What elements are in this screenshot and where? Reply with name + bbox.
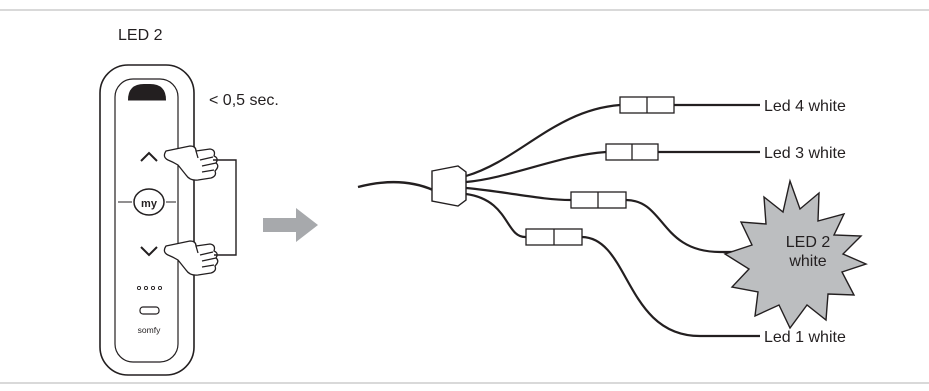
brand-logo: somfy: [138, 325, 161, 335]
top-divider: [0, 9, 929, 11]
wires: [465, 103, 760, 338]
simultaneous-press-bracket: [213, 159, 237, 256]
select-button[interactable]: [139, 306, 160, 315]
down-button-icon[interactable]: [140, 246, 158, 257]
pointing-hand-icon-lower: [163, 240, 219, 276]
led2-starburst: [723, 178, 868, 330]
led2-label-line1: LED 2: [786, 234, 831, 251]
bottom-divider: [0, 382, 929, 384]
my-button[interactable]: [133, 188, 165, 216]
led-title: LED 2: [118, 27, 163, 44]
output-label-led4: Led 4 white: [764, 98, 846, 115]
wire-led3-a: [465, 150, 607, 184]
output-label-led3: Led 3 white: [764, 145, 846, 162]
pointing-hand-icon-upper: [163, 145, 219, 181]
led2-label-line2: white: [788, 253, 826, 270]
wire-led1-a: [465, 192, 527, 239]
connectors: [525, 96, 675, 246]
press-duration-label: < 0,5 sec.: [209, 92, 279, 109]
arrow-right-icon: [263, 208, 318, 242]
wire-led1-b: [581, 235, 760, 338]
remote-control: my somfy: [99, 64, 195, 376]
splitter-block: [431, 165, 467, 207]
remote-display-led: [128, 84, 166, 100]
my-button-label: my: [141, 198, 158, 210]
channel-dots: [136, 285, 163, 291]
input-cable: [357, 180, 434, 192]
wire-led2-b: [625, 198, 760, 254]
wire-led4-a: [465, 103, 621, 178]
remote-inner-panel: [114, 78, 179, 363]
wire-led2-a: [465, 186, 572, 202]
output-label-led1: Led 1 white: [764, 329, 846, 346]
up-button-icon[interactable]: [140, 151, 158, 162]
